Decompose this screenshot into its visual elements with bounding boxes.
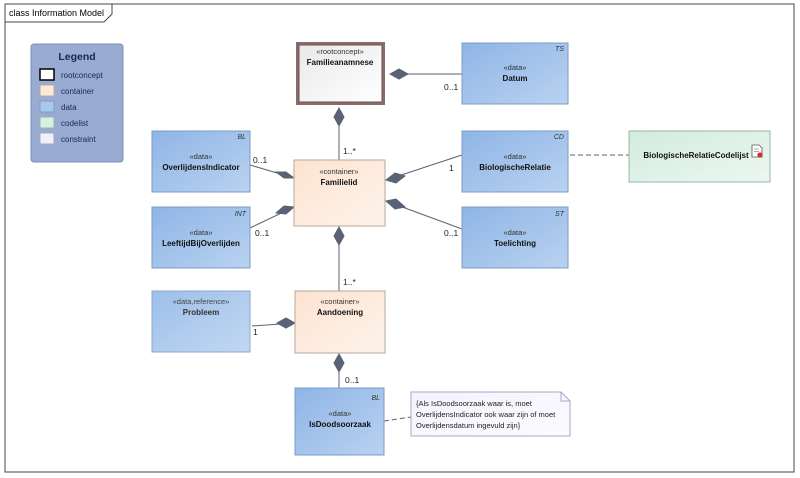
class-aandoening[interactable]: «container» Aandoening: [294, 290, 386, 354]
class-name: Familielid: [321, 178, 358, 187]
multiplicities: 0..1 1..* 0..1 1 0..1 0..1 1..* 1 0..1: [253, 82, 458, 385]
legend-swatch: [39, 116, 55, 129]
class-name: LeeftijdBijOverlijden: [162, 239, 240, 248]
mult-probleem: 1: [253, 327, 258, 337]
legend: Legend rootconcept container data codelist c…: [30, 43, 124, 163]
legend-swatch: [39, 68, 55, 81]
type-tag: TS: [555, 46, 564, 53]
stereotype-label: «container»: [319, 167, 358, 176]
legend-item: rootconcept: [39, 68, 104, 81]
type-tag: INT: [235, 211, 247, 218]
mult-biologischerelatie: 1: [449, 163, 454, 173]
class-datum[interactable]: TS «data» Datum: [461, 42, 569, 105]
legend-title: Legend: [58, 51, 95, 63]
class-name: OverlijdensIndicator: [162, 163, 239, 172]
class-overlijdensindicator[interactable]: BL «data» OverlijdensIndicator: [151, 130, 251, 193]
class-name: Datum: [503, 74, 528, 83]
mult-isdoodsoorzaak: 0..1: [345, 375, 359, 385]
diamond-leeftijd: [274, 205, 296, 215]
legend-item: codelist: [39, 116, 89, 129]
composition-diamonds: [274, 68, 410, 374]
class-biologischerelatiecodelijst[interactable]: BiologischeRelatieCodelijst: [628, 130, 771, 183]
diamond-aandoening-familielid: [333, 225, 345, 247]
class-name: IsDoodsoorzaak: [309, 420, 371, 429]
legend-swatch: [39, 84, 55, 97]
class-familieanamnese[interactable]: «rootconcept» Familieanamnese: [296, 42, 385, 105]
legend-label: codelist: [61, 119, 89, 128]
stereotype-label: «data»: [504, 228, 527, 237]
mult-toelichting: 0..1: [444, 228, 458, 238]
legend-label: container: [61, 87, 94, 96]
diamond-datum: [388, 68, 410, 80]
diamond-probleem: [275, 317, 297, 329]
note-line-3: Overlijdensdatum ingevuld zijn}: [416, 421, 521, 430]
legend-swatch: [39, 100, 55, 113]
class-leeftijdbijoverlijden[interactable]: INT «data» LeeftijdBijOverlijden: [151, 206, 251, 269]
legend-item: constraint: [39, 132, 96, 145]
class-name: Probleem: [183, 308, 219, 317]
type-tag: BL: [371, 395, 380, 402]
class-probleem[interactable]: «data,reference» Probleem: [151, 290, 251, 353]
mult-familielid-root: 1..*: [343, 146, 356, 156]
class-name: Aandoening: [317, 308, 363, 317]
class-name: Familieanamnese: [307, 58, 374, 67]
class-isdoodsoorzaak[interactable]: BL «data» IsDoodsoorzaak: [294, 387, 385, 456]
note-line-1: {Als IsDoodsoorzaak waar is, moet: [416, 399, 533, 408]
class-toelichting[interactable]: ST «data» Toelichting: [461, 206, 569, 269]
type-tag: CD: [554, 134, 564, 141]
legend-label: constraint: [61, 135, 96, 144]
stereotype-label: «container»: [320, 297, 359, 306]
mult-aandoening-familielid: 1..*: [343, 277, 356, 287]
stereotype-label: «data,reference»: [173, 297, 230, 306]
stereotype-label: «data»: [504, 152, 527, 161]
stereotype-label: «rootconcept»: [316, 47, 364, 56]
constraint-note[interactable]: {Als IsDoodsoorzaak waar is, moet Overli…: [410, 391, 571, 437]
legend-label: rootconcept: [61, 71, 104, 80]
class-name: Toelichting: [494, 239, 536, 248]
class-familielid[interactable]: «container» Familielid: [293, 159, 386, 227]
diamond-toelichting: [384, 198, 407, 210]
type-tag: BL: [237, 134, 246, 141]
class-biologischerelatie[interactable]: CD «data» BiologischeRelatie: [461, 130, 569, 193]
diamond-biologischerelatie: [384, 172, 407, 184]
stereotype-label: «data»: [504, 63, 527, 72]
diamond-overlijdensindicator: [274, 171, 296, 179]
legend-swatch: [39, 132, 55, 145]
legend-item: container: [39, 84, 94, 97]
class-name: BiologischeRelatie: [479, 163, 551, 172]
note-line-2: OverlijdensIndicator ook waar zijn of mo…: [416, 410, 556, 419]
stereotype-label: «data»: [190, 152, 213, 161]
stereotype-label: «data»: [329, 409, 352, 418]
diamond-familielid-root: [333, 106, 345, 128]
document-icon: [751, 144, 763, 158]
frame-title: class Information Model: [9, 8, 104, 18]
diagram-frame: class Information Model: [4, 3, 795, 473]
mult-leeftijd: 0..1: [255, 228, 269, 238]
stereotype-label: «data»: [190, 228, 213, 237]
type-tag: ST: [555, 211, 565, 218]
legend-label: data: [61, 103, 77, 112]
class-name: BiologischeRelatieCodelijst: [643, 151, 749, 160]
legend-item: data: [39, 100, 77, 113]
mult-datum: 0..1: [444, 82, 458, 92]
diamond-isdoodsoorzaak: [333, 352, 345, 374]
mult-overlijdensindicator: 0..1: [253, 155, 267, 165]
